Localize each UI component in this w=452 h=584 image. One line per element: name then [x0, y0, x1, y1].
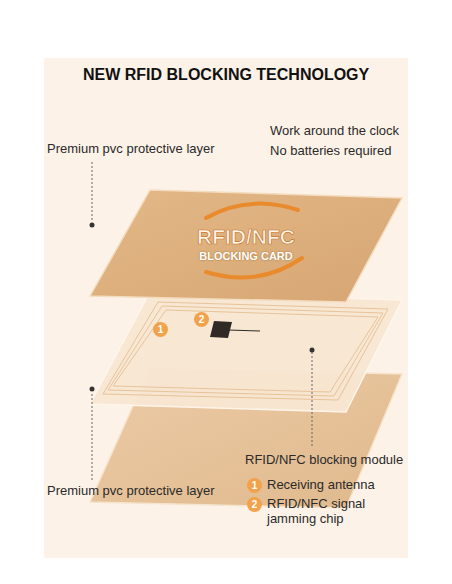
legend-text: RFID/NFC signal jamming chip — [267, 496, 392, 526]
module-label: RFID/NFC blocking module — [245, 452, 403, 468]
top-card-layer: RFID/NFCBLOCKING CARD — [88, 188, 404, 304]
chip-wire — [228, 330, 260, 331]
jamming-chip — [210, 321, 232, 338]
leader-line — [312, 352, 313, 448]
card-text: RFID/NFCBLOCKING CARD — [88, 225, 404, 263]
receiving-antenna — [108, 306, 383, 396]
feature-note: No batteries required — [270, 143, 391, 159]
callout-number: 2 — [247, 497, 262, 512]
feature-note: Work around the clock — [270, 123, 399, 139]
leader-line — [92, 162, 93, 222]
leader-dot — [90, 223, 95, 228]
receiving-antenna — [103, 302, 388, 400]
layer-label: Premium pvc protective layer — [47, 141, 215, 157]
receiving-antenna — [113, 310, 378, 392]
layer-label: Premium pvc protective layer — [47, 483, 215, 499]
callout-number: 2 — [194, 312, 209, 327]
callout-number: 1 — [247, 478, 262, 493]
middle-card-layer — [90, 292, 402, 412]
title: NEW RFID BLOCKING TECHNOLOGY — [83, 67, 369, 83]
leader-line — [92, 392, 93, 480]
legend-text: Receiving antenna — [267, 477, 417, 492]
card-subtitle: BLOCKING CARD — [88, 249, 404, 263]
card-brand-text: RFID/NFC — [88, 225, 404, 249]
leader-dot — [310, 348, 315, 353]
leader-dot — [90, 387, 95, 392]
callout-number: 1 — [153, 322, 168, 337]
